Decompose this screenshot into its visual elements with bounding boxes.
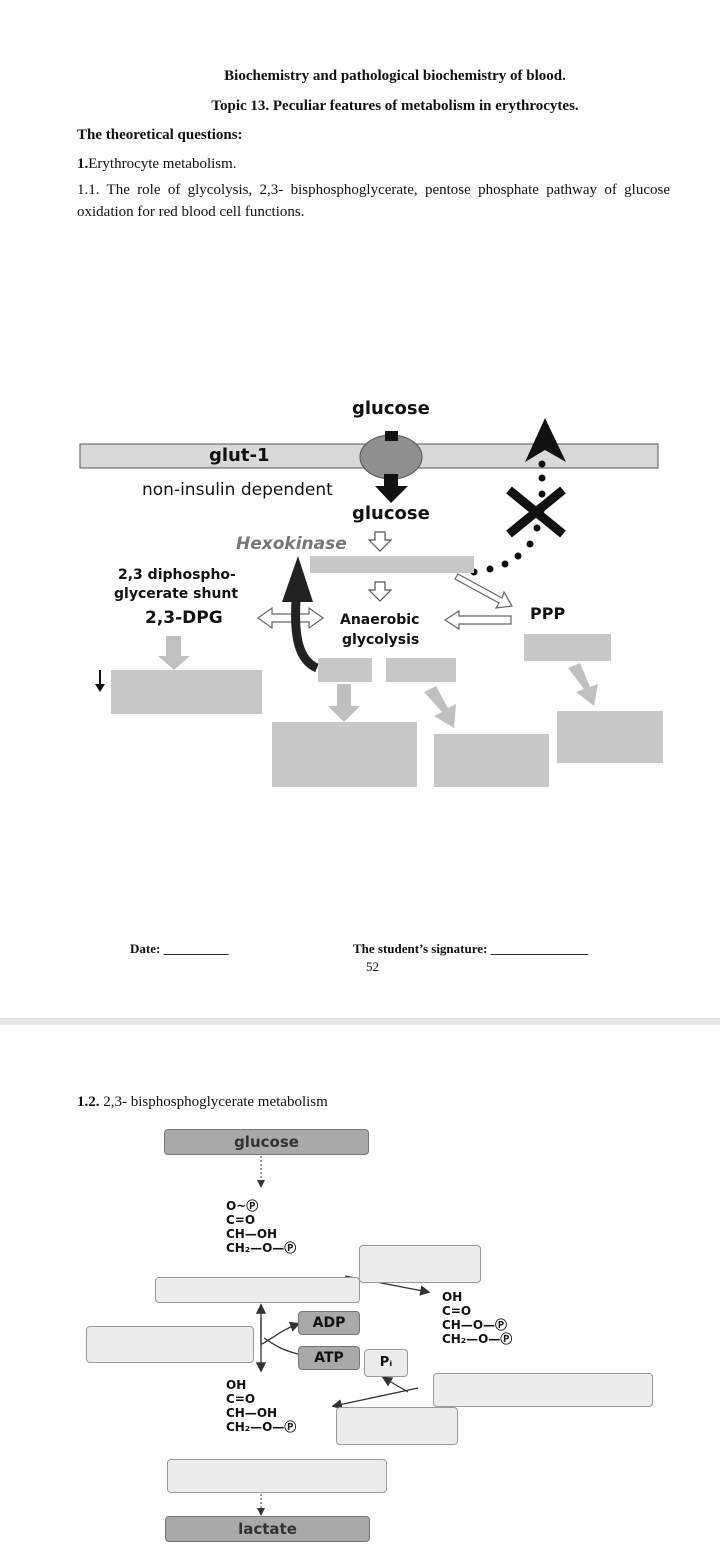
answer-box-glycolysis-b[interactable]	[386, 658, 456, 682]
chem3-line2: C=O	[226, 1392, 256, 1406]
dpg-glycolysis-double-arrow	[256, 606, 325, 630]
question-1-text: Erythrocyte metabolism.	[88, 156, 237, 172]
chem3-line4: CH₂—O—Ⓟ	[226, 1420, 297, 1434]
answer-box-enzyme-3[interactable]	[433, 1373, 653, 1407]
label-shunt-line1: 2,3 diphospho-	[118, 567, 236, 583]
adp-label: ADP	[312, 1315, 346, 1331]
signature-label: The student’s signature:	[353, 941, 491, 956]
answer-box-glycolysis-product[interactable]	[310, 556, 474, 573]
diagram-1-graphics	[79, 418, 659, 728]
label-non-insulin-dependent: non-insulin dependent	[142, 480, 333, 500]
hexokinase-arrow	[367, 531, 393, 552]
date-line[interactable]: __________	[163, 941, 229, 956]
label-glycolysis: glycolysis	[342, 632, 420, 648]
chem2-line3: CH—O—Ⓟ	[442, 1318, 508, 1332]
adp-box: ADP	[298, 1311, 360, 1335]
glucose-label: glucose	[234, 1133, 299, 1151]
page-separator	[0, 1018, 720, 1025]
chem-structure-2: OH C=O CH—O—Ⓟ CH₂—O—Ⓟ	[442, 1290, 512, 1346]
chem1-line4: CH₂—O—Ⓟ	[226, 1241, 297, 1255]
efflux-arrowhead	[525, 418, 566, 462]
document-heading: Biochemistry and pathological biochemist…	[224, 68, 566, 84]
chem3-line1: OH	[226, 1378, 247, 1392]
label-shunt-line2: glycerate shunt	[114, 586, 239, 602]
pi-label: Pᵢ	[379, 1355, 393, 1370]
answer-box-dpg-effect[interactable]	[111, 670, 262, 714]
label-anaerobic: Anaerobic	[340, 612, 420, 628]
answer-box-enzyme-1[interactable]	[359, 1245, 481, 1283]
answer-box-metabolite-2[interactable]	[336, 1407, 458, 1445]
signature-line[interactable]: _______________	[490, 941, 589, 956]
answer-box-bottom-1[interactable]	[272, 722, 417, 787]
label-2-3-dpg: 2,3-DPG	[145, 608, 223, 628]
question-1-1: 1.1. The role of glycolysis, 2,3- bispho…	[77, 182, 670, 220]
section-number: 1.2.	[77, 1094, 100, 1110]
answer-box-glycolysis-a[interactable]	[318, 658, 372, 682]
label-glucose-inside: glucose	[352, 503, 430, 524]
answer-box-metabolite-1[interactable]	[155, 1277, 360, 1303]
signature-field: The student’s signature: _______________	[353, 941, 588, 957]
question-1: 1.Erythrocyte metabolism.	[77, 156, 237, 173]
label-glucose-outside: glucose	[352, 398, 430, 419]
pi-box: Pᵢ	[364, 1349, 408, 1377]
blocked-x-mark	[506, 486, 566, 538]
date-label: Date:	[130, 941, 164, 956]
date-field: Date: __________	[130, 941, 229, 957]
answer-box-enzyme-2[interactable]	[86, 1326, 254, 1363]
chem2-line4: CH₂—O—Ⓟ	[442, 1332, 513, 1346]
lactate-box: lactate	[165, 1516, 370, 1542]
chem-structure-1: O~Ⓟ C=O CH—OH CH₂—O—Ⓟ	[226, 1199, 296, 1255]
answer-box-ppp[interactable]	[524, 634, 611, 661]
label-glut1: glut-1	[209, 445, 270, 466]
answer-box-bottom-3[interactable]	[557, 711, 663, 763]
page-number: 52	[366, 959, 379, 974]
label-ppp: PPP	[530, 604, 566, 623]
feedback-arrow	[291, 599, 320, 673]
answer-box-bottom-2[interactable]	[434, 734, 549, 787]
atp-label: ATP	[314, 1350, 344, 1366]
chem3-line3: CH—OH	[226, 1406, 278, 1420]
chem-structure-3: OH C=O CH—OH CH₂—O—Ⓟ	[226, 1378, 296, 1434]
chem1-line1: O~Ⓟ	[226, 1199, 259, 1213]
ppp-to-glycolysis-arrow	[443, 609, 512, 631]
chem2-line1: OH	[442, 1290, 463, 1304]
section-1-2-heading: 1.2. 2,3- bisphosphoglycerate metabolism	[77, 1094, 328, 1111]
chem1-line2: C=O	[226, 1213, 256, 1227]
topic-heading: Topic 13. Peculiar features of metabolis…	[211, 98, 579, 114]
chem1-line3: CH—OH	[226, 1227, 278, 1241]
chem2-line2: C=O	[442, 1304, 472, 1318]
label-hexokinase: Hexokinase	[236, 534, 347, 554]
questions-title: The theoretical questions:	[77, 127, 243, 143]
lactate-label: lactate	[238, 1520, 297, 1538]
answer-box-metabolite-3[interactable]	[167, 1459, 387, 1493]
glucose-box: glucose	[164, 1129, 369, 1155]
section-title: 2,3- bisphosphoglycerate metabolism	[99, 1094, 328, 1110]
atp-box: ATP	[298, 1346, 360, 1370]
to-ppp-arrow	[454, 573, 513, 609]
question-1-number: 1.	[77, 156, 89, 172]
